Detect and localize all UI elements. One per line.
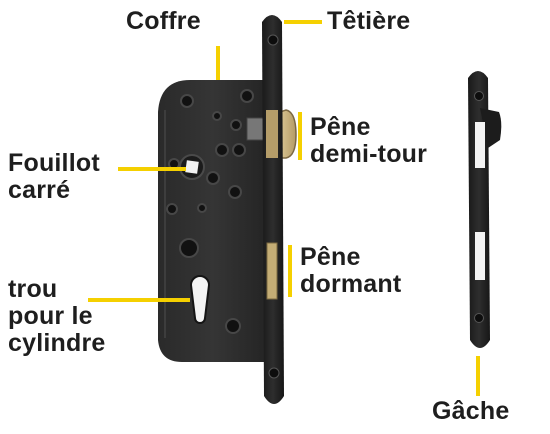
label-trou-line1: trou [8, 275, 58, 303]
cylinder-hole [189, 275, 211, 324]
strike-lip [480, 108, 502, 148]
label-gache: Gâche [432, 397, 510, 425]
label-pene-dormant: Pêne dormant [300, 244, 401, 298]
label-fouillot-carre: Fouillot carré [8, 150, 100, 204]
deadbolt-slot [266, 242, 278, 300]
label-trou-cylindre: trou pour le cylindre [8, 276, 105, 357]
label-trou-line2: pour le [8, 302, 93, 330]
label-pene-demi-tour-line1: Pêne [310, 113, 371, 141]
label-fouillot-line1: Fouillot [8, 149, 100, 177]
faceplate [262, 15, 284, 404]
strike-latch-opening [475, 122, 485, 168]
faceplate-latch-window [266, 110, 278, 158]
label-trou-line3: cylindre [8, 329, 106, 357]
label-coffre: Coffre [126, 7, 201, 35]
label-fouillot-line2: carré [8, 176, 71, 204]
label-pene-dormant-line2: dormant [300, 270, 402, 298]
strike-bolt-opening [475, 232, 485, 280]
leader-lines [88, 20, 480, 396]
case-rivets [166, 89, 254, 334]
label-tetiere: Têtière [327, 7, 411, 35]
fouillot-square-hole [185, 160, 199, 174]
label-pene-demi-tour: Pêne demi-tour [310, 114, 427, 168]
label-pene-dormant-line1: Pêne [300, 243, 361, 271]
label-pene-demi-tour-line2: demi-tour [310, 140, 428, 168]
